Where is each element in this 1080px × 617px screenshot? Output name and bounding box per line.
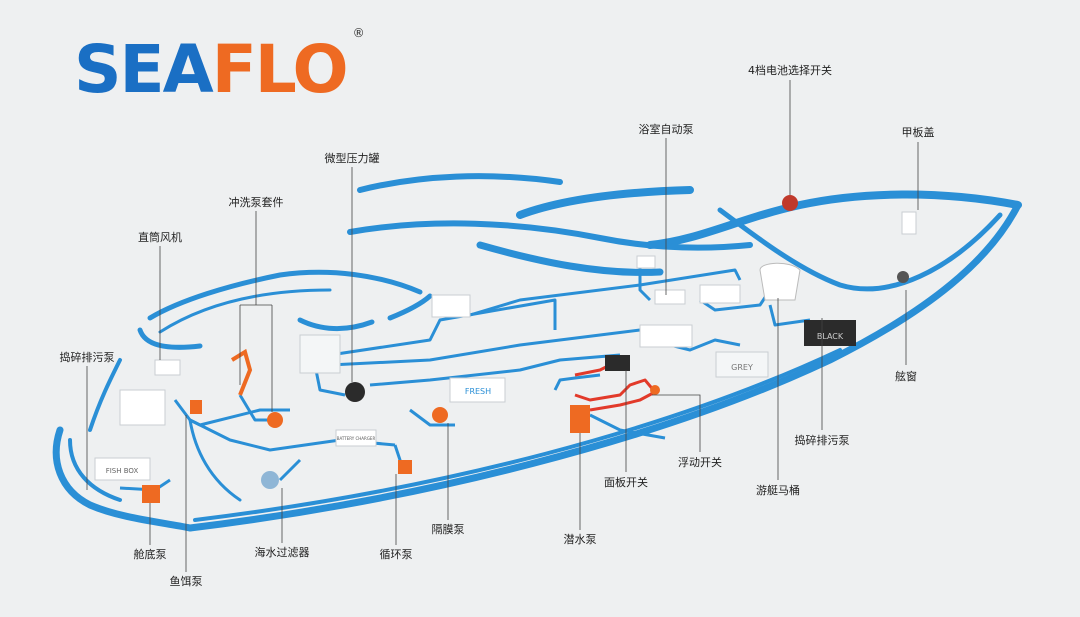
fresh-water-tank (449, 377, 506, 403)
fresh-tank-text: FRESH (465, 387, 491, 396)
accumulator-pump-icon (345, 382, 365, 402)
label-battery-switch: 4档电池选择开关 (748, 64, 832, 77)
shower-tray (639, 324, 693, 348)
label-strainer: 海水过滤器 (254, 546, 310, 559)
label-accumulator: 微型压力罐 (324, 152, 380, 165)
battery-charger-panel (335, 429, 377, 447)
diaphragm-pump-icon (432, 407, 448, 423)
submersible-pump-icon (570, 405, 590, 433)
logo-text-se: SE (74, 31, 165, 108)
registered-mark: ® (352, 26, 365, 40)
live-well-box (119, 389, 166, 426)
logo-text-a: A (162, 31, 214, 108)
label-diaphragm-pump: 隔膜泵 (431, 523, 465, 536)
accumulator-tank (299, 334, 341, 374)
grey-water-tank (715, 351, 769, 378)
label-washdown-kit: 冲洗泵套件 (228, 196, 284, 209)
label-float-switch: 浮动开关 (678, 456, 722, 469)
label-yacht-toilet: 游艇马桶 (756, 484, 800, 497)
label-submersible-pump: 潜水泵 (563, 533, 597, 546)
fish-box-text: FISH BOX (106, 467, 139, 475)
hull-outline (52, 173, 1022, 532)
label-bilge-pump: 舱底泵 (133, 548, 167, 561)
devices: FISH BOX FRESH GREY BLACK BATTERY CHARGE… (94, 195, 917, 503)
bilge-pump-icon (142, 485, 160, 503)
battery-switch-icon (782, 195, 798, 211)
porthole-icon (897, 271, 909, 283)
seaflo-logo: SEAFLO ® (74, 26, 365, 110)
yacht-toilet-icon (759, 262, 801, 301)
logo-text-flo: FLO (211, 31, 349, 108)
washdown-pump-icon (267, 412, 283, 428)
label-ventilator: 直筒风机 (138, 231, 182, 244)
label-bait-pump: 鱼饵泵 (169, 575, 203, 588)
label-porthole: 舷窗 (895, 370, 917, 383)
deck-plate-icon (901, 211, 917, 235)
label-circulation-pump: 循环泵 (379, 548, 413, 561)
panel-switch-icon (605, 355, 630, 371)
electric-wiring (574, 363, 657, 412)
black-tank-text: BLACK (817, 332, 844, 341)
faucet (636, 255, 656, 269)
label-panel-switch: 面板开关 (604, 476, 648, 489)
label-macerator-right: 捣碎排污泵 (794, 434, 850, 447)
sink-1 (431, 294, 471, 318)
fish-box-tank (94, 457, 151, 481)
ventilator-icon (154, 359, 181, 376)
leader-lines (86, 80, 919, 572)
sink-2 (699, 284, 741, 304)
black-water-tank (804, 320, 856, 346)
strainer-icon (261, 471, 279, 489)
label-deck-plate: 甲板盖 (901, 126, 935, 139)
circulation-pump-icon (398, 460, 412, 474)
bait-pump-icon (190, 400, 202, 414)
charger-text: BATTERY CHARGER (337, 436, 376, 441)
float-switch-icon (650, 385, 660, 395)
bath-auto-pump-icon (654, 289, 686, 305)
label-bath-auto-pump: 浴室自动泵 (638, 123, 694, 136)
label-macerator-left: 捣碎排污泵 (59, 351, 115, 364)
grey-tank-text: GREY (731, 363, 753, 372)
washdown-gun-icon (230, 348, 253, 396)
